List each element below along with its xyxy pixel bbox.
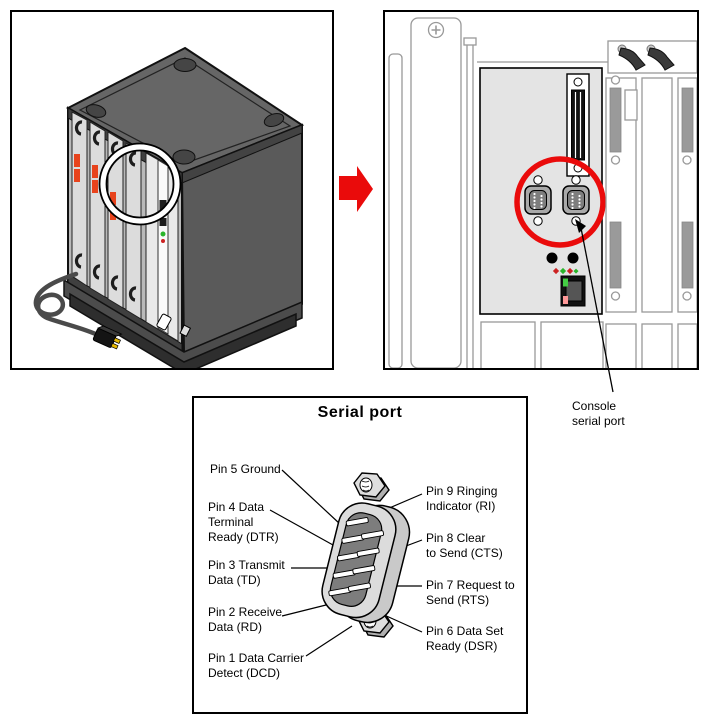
xio-connector <box>609 221 622 289</box>
pin-5-label: Pin 5 Ground <box>210 462 281 476</box>
io-module-card <box>157 159 169 335</box>
reset-button <box>546 252 558 264</box>
xio-connector <box>681 221 694 289</box>
red-highlight-circle <box>514 156 606 248</box>
xio-connector <box>609 87 622 153</box>
card-slot <box>71 111 88 287</box>
serial-port-title: Serial port <box>317 404 403 421</box>
screw-icon <box>682 291 692 301</box>
outlet <box>179 324 192 337</box>
chassis-side-panel <box>180 123 303 356</box>
highlight-circle <box>98 142 182 226</box>
serial-port-figure-box: Serial port <box>192 396 528 714</box>
screw-icon <box>610 75 621 85</box>
screw-icon <box>571 216 581 226</box>
transition-arrow-icon <box>339 166 373 212</box>
top-pad <box>85 104 107 118</box>
pin-3-label: Pin 3 Transmit Data (TD) <box>208 558 285 587</box>
rear-panel-illustration <box>388 17 697 368</box>
screw-icon <box>533 216 543 226</box>
xio-connector <box>681 87 694 153</box>
power-cord <box>33 271 123 350</box>
db9-shell <box>321 502 411 624</box>
power-switch <box>156 313 172 331</box>
plug-prong <box>110 342 119 350</box>
top-pad <box>173 58 197 72</box>
lower-panel-frame <box>480 321 536 368</box>
serial-port-2-console <box>562 175 590 226</box>
pin-7-label: Pin 7 Request to Send (RTS) <box>426 578 515 607</box>
serial-port-1 <box>524 175 552 226</box>
pin-4-label: Pin 4 Data Terminal Ready (DTR) <box>208 500 279 544</box>
ethernet-port <box>560 275 586 307</box>
power-plug <box>92 325 123 350</box>
screw-icon <box>682 155 692 165</box>
card-slot <box>125 142 142 320</box>
pin-8-label: Pin 8 Clear to Send (CTS) <box>426 531 503 560</box>
pin-2-label: Pin 2 Receive Data (RD) <box>208 605 283 634</box>
ejector-lever <box>617 44 646 71</box>
plug-prong <box>113 337 121 344</box>
link-led <box>563 278 568 287</box>
pin-1-label: Pin 1 Data Carrier Detect (DCD) <box>208 651 305 680</box>
nmi-button <box>567 252 579 264</box>
top-pad <box>263 113 285 127</box>
ejector-lever-box <box>607 40 697 74</box>
chassis-figure-box <box>10 10 334 370</box>
top-pad <box>172 149 196 165</box>
screw-icon <box>610 291 621 301</box>
rear-panel-figure-box <box>383 10 699 370</box>
chassis-illustration <box>33 46 305 368</box>
pin-6-label: Pin 6 Data Set Ready (DSR) <box>426 624 504 653</box>
card-slot <box>89 121 106 298</box>
red-led <box>161 239 165 243</box>
green-led <box>160 231 166 237</box>
chassis-top <box>65 46 305 175</box>
jackscrew-nut <box>353 472 390 502</box>
ejector-lever <box>646 44 675 71</box>
screw-icon <box>571 175 581 185</box>
console-port-label: Console serial port <box>572 399 625 428</box>
screw-icon <box>610 155 621 165</box>
screw-icon <box>427 21 445 39</box>
panel-strips <box>388 17 477 368</box>
io-panel <box>479 67 606 315</box>
pin-9-label: Pin 9 Ringing Indicator (RI) <box>426 484 498 513</box>
screw-icon <box>573 77 583 87</box>
right-panel-columns <box>605 75 697 368</box>
db9-pins <box>328 517 385 597</box>
db9-connector-drawing <box>269 469 423 657</box>
screw-icon <box>533 175 543 185</box>
activity-led <box>563 296 568 304</box>
lower-panel-frame <box>540 321 604 368</box>
chassis-base <box>63 278 303 368</box>
